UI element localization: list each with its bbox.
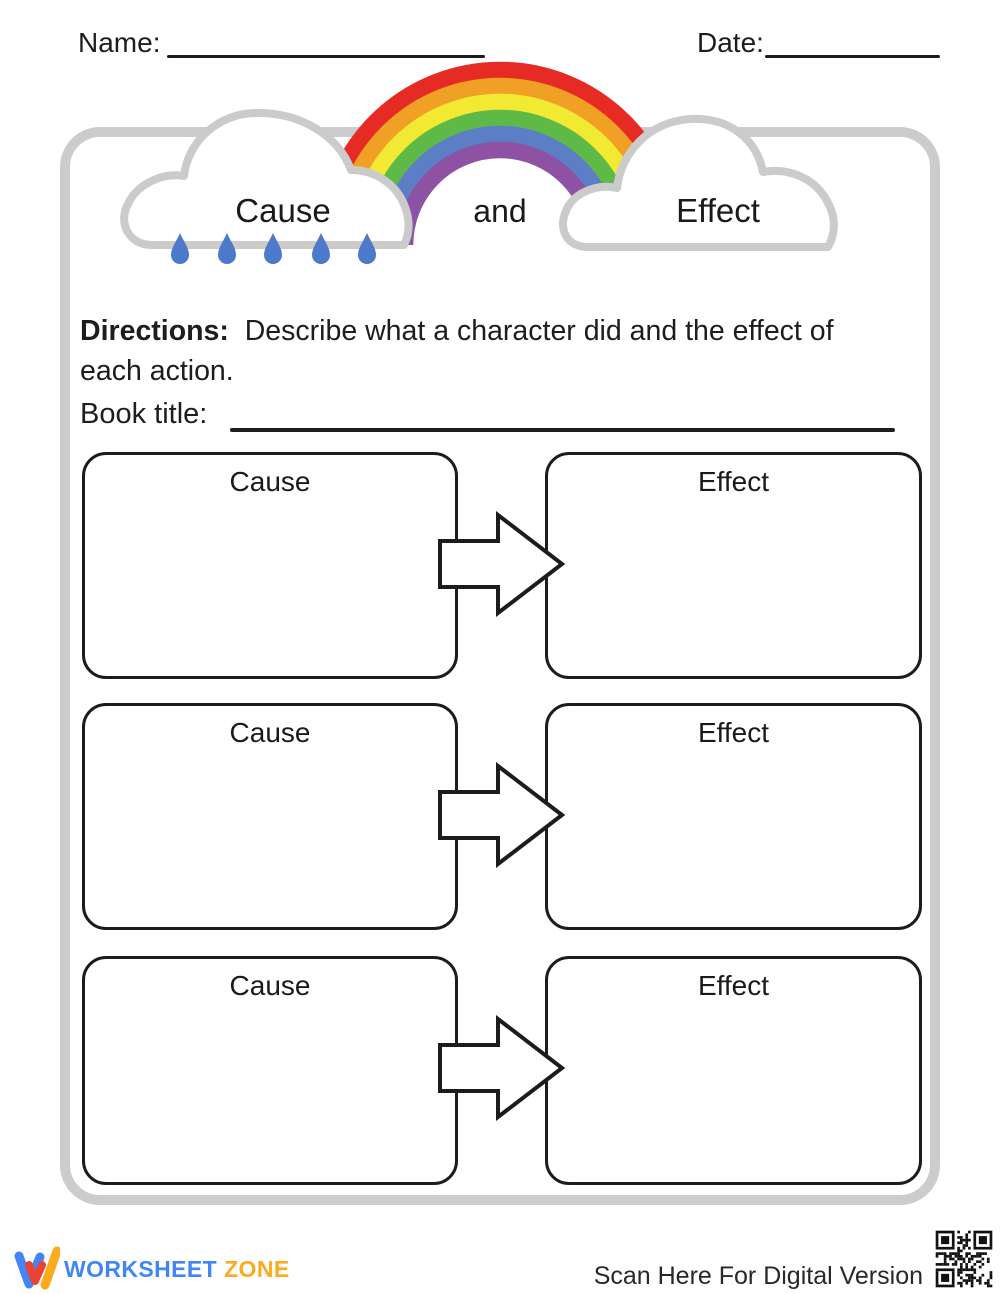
book-title-blank-line <box>230 428 895 432</box>
effect-box-3: Effect <box>545 956 922 1185</box>
arrow-right-icon <box>438 511 566 617</box>
qr-code <box>933 1227 995 1291</box>
effect-box-2: Effect <box>545 703 922 930</box>
cause-box-label: Cause <box>229 717 311 748</box>
book-title-label: Book title: <box>80 398 208 430</box>
effect-box-label: Effect <box>697 970 770 1001</box>
date-label: Date: <box>697 27 764 58</box>
effect-box-label: Effect <box>697 466 770 497</box>
name-label: Name: <box>78 27 161 58</box>
cause-box-label: Cause <box>229 970 311 1001</box>
cause-box-1: Cause <box>82 452 458 679</box>
brand-worksheet-text: WORKSHEET <box>64 1256 218 1282</box>
directions-label: Directions: <box>80 314 229 347</box>
effect-box-1: Effect <box>545 452 922 679</box>
header-title-cause: Cause <box>235 192 331 229</box>
cause-box-3: Cause <box>82 956 458 1185</box>
directions-text: Directions: Describe what a character di… <box>80 311 858 393</box>
header-title-effect: Effect <box>676 192 760 229</box>
effect-box-label: Effect <box>697 717 770 748</box>
arrow-right-icon <box>438 762 566 868</box>
arrow-right-icon <box>438 1015 566 1121</box>
brand-zone-text: ZONE <box>224 1256 290 1282</box>
name-blank-line <box>167 55 485 58</box>
header-title-and: and <box>473 193 527 229</box>
scan-here-text: Scan Here For Digital Version <box>593 1262 923 1290</box>
directions-body: Describe what a character did and the ef… <box>80 314 834 388</box>
cause-box-2: Cause <box>82 703 458 930</box>
date-blank-line <box>765 55 940 58</box>
worksheetzone-logo-icon <box>14 1246 60 1290</box>
cause-box-label: Cause <box>229 466 311 497</box>
